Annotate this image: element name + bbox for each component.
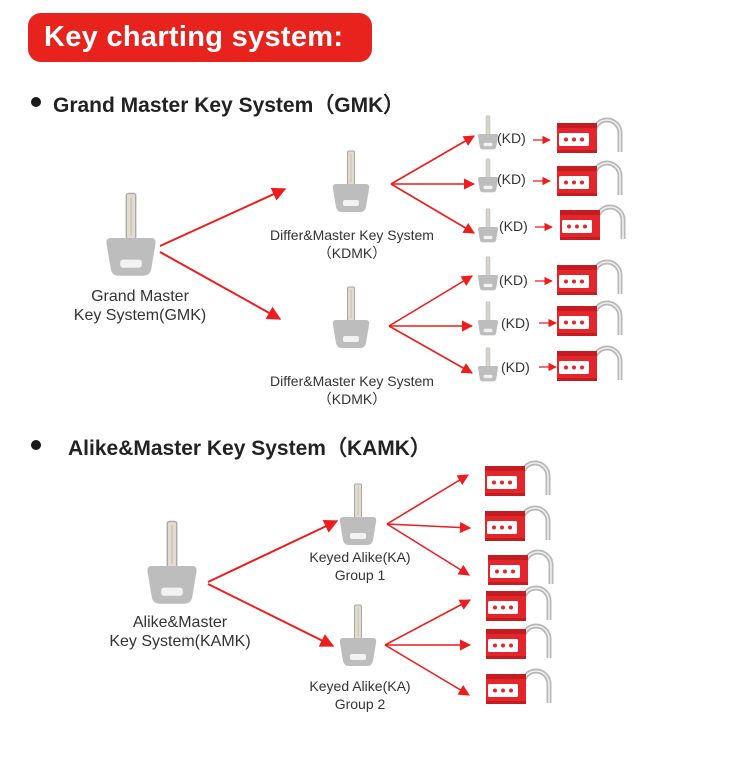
bullet-kamk [31,440,41,450]
padlock-icon [557,262,620,295]
kd-label: (KD) [497,171,526,187]
arrow-icon [386,521,472,534]
padlock-icon [485,463,548,496]
master-key-icon [105,192,157,277]
kamk-group-1-label-line1: Keyed Alike(KA) [309,549,411,565]
kamk-root-label-line2: Key System(KAMK) [109,633,251,650]
arrow-icon [207,583,335,647]
padlock-icon [557,303,620,336]
key-icon [332,150,370,213]
kamk-group-1-label: Keyed Alike(KA) Group 1 [290,548,430,584]
padlock-icon [560,207,623,240]
key-icon [477,256,499,291]
kamk-root-label: Alike&Master Key System(KAMK) [85,613,275,651]
key-icon [339,604,377,667]
kd-label: (KD) [499,218,528,234]
key-icon [477,115,499,150]
arrow-icon [388,325,473,374]
gmk-branch-1-label-line2: （KDMK） [317,245,387,261]
gmk-root-label: Grand Master Key System(GMK) [50,287,230,325]
gmk-branch-1-label-line1: Differ&Master Key System [270,227,434,243]
arrow-icon [390,183,475,234]
arrow-icon [207,520,339,583]
bullet-gmk [31,97,41,107]
gmk-branch-1-label: Differ&Master Key System （KDMK） [252,226,452,262]
key-icon [477,347,499,382]
section-title-gmk: Grand Master Key System（GMK） [53,94,405,117]
padlock-icon [557,120,620,153]
arrow-icon [159,251,282,320]
kamk-root-label-line1: Alike&Master [132,614,228,631]
kd-label: (KD) [501,359,530,375]
gmk-branch-2-label: Differ&Master Key System （KDMK） [252,372,452,408]
padlock-icon [485,508,548,541]
gmk-branch-2-label-line1: Differ&Master Key System [270,373,434,389]
arrow-icon [159,187,287,247]
section-title-kamk: Alike&Master Key System（KAMK） [68,437,431,460]
kd-label: (KD) [501,315,530,331]
key-icon [477,208,499,243]
kamk-group-2-label: Keyed Alike(KA) Group 2 [290,677,430,713]
arrow-icon [384,599,471,646]
page-title: Key charting system: [44,21,344,53]
padlock-icon [557,348,620,381]
key-icon [477,301,499,336]
gmk-root-label-line2: Key System(GMK) [73,307,207,324]
kd-label: (KD) [497,130,526,146]
arrow-icon [386,474,469,525]
arrow-icon [386,523,470,576]
master-key-icon [146,520,198,605]
key-icon [477,158,499,193]
padlock-icon [486,626,549,659]
padlock-icon [486,588,549,621]
padlock-icon [557,163,620,196]
kamk-group-2-label-line2: Group 2 [334,696,386,712]
key-icon [332,286,370,349]
gmk-root-label-line1: Grand Master [91,288,189,305]
title-banner: Key charting system: [28,13,372,62]
kamk-group-2-label-line1: Keyed Alike(KA) [309,678,411,694]
arrow-icon [384,644,470,696]
padlock-icon [486,671,549,704]
kd-label: (KD) [499,272,528,288]
arrow-icon [388,275,473,327]
gmk-branch-2-label-line2: （KDMK） [317,391,387,407]
key-icon [339,483,377,546]
arrow-icon [390,135,475,185]
padlock-icon [488,552,551,585]
kamk-group-1-label-line2: Group 1 [334,567,386,583]
